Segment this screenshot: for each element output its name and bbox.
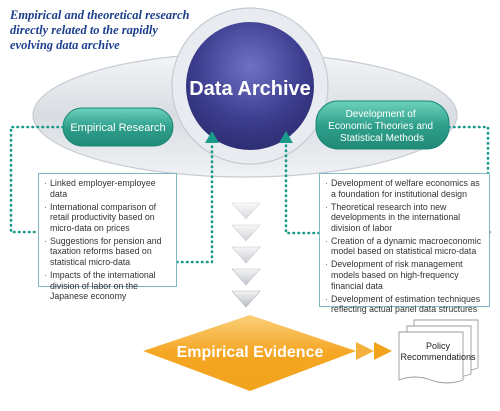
empirical-research-item: Suggestions for pension and taxation ref… (44, 236, 172, 268)
empirical-evidence-diamond (143, 315, 356, 391)
left-connector-arrowhead (205, 131, 219, 143)
flow-chevron-2 (231, 224, 261, 242)
empirical-research-item: Linked employer-employee data (44, 178, 172, 199)
empirical-research-label: Empirical Research (70, 122, 165, 134)
right-inner-connector (284, 141, 321, 235)
theory-methods-item: Development of risk management models ba… (325, 259, 485, 291)
empirical-research-item: Impacts of the international division of… (44, 270, 172, 302)
flow-chevron-4 (231, 268, 261, 286)
policy-recommendations-label: Policy Recommendations (400, 341, 476, 362)
intro-text: Empirical and theoretical research direc… (10, 8, 190, 52)
left-inner-connector (175, 141, 214, 264)
theory-methods-label: Development of Economic Theories and Sta… (328, 109, 436, 144)
empirical-research-item: International comparison of retail produ… (44, 202, 172, 234)
theory-methods-item: Creation of a dynamic macroeconomic mode… (325, 236, 485, 257)
right-connector-arrowhead (279, 131, 293, 143)
theory-methods-list: Development of welfare economics as a fo… (319, 173, 490, 314)
policy-document-stack (398, 319, 479, 384)
flow-chevron-1 (231, 202, 261, 220)
theory-methods-item: Development of estimation techniques ref… (325, 294, 485, 315)
hub-label: Data Archive (189, 78, 311, 100)
flow-chevron-3 (231, 246, 261, 264)
evidence-arrow-1 (356, 342, 374, 360)
theory-methods-item: Development of welfare economics as a fo… (325, 178, 485, 199)
theory-methods-pill (315, 100, 450, 150)
left-outer-connector (9, 125, 65, 234)
evidence-arrow-2 (374, 342, 392, 360)
flow-chevron-5 (231, 290, 261, 308)
hub-circle (186, 22, 314, 150)
empirical-research-list: Linked employer-employee data Internatio… (38, 173, 177, 301)
empirical-evidence-label: Empirical Evidence (177, 344, 324, 361)
theory-methods-item: Theoretical research into new developmen… (325, 202, 485, 234)
